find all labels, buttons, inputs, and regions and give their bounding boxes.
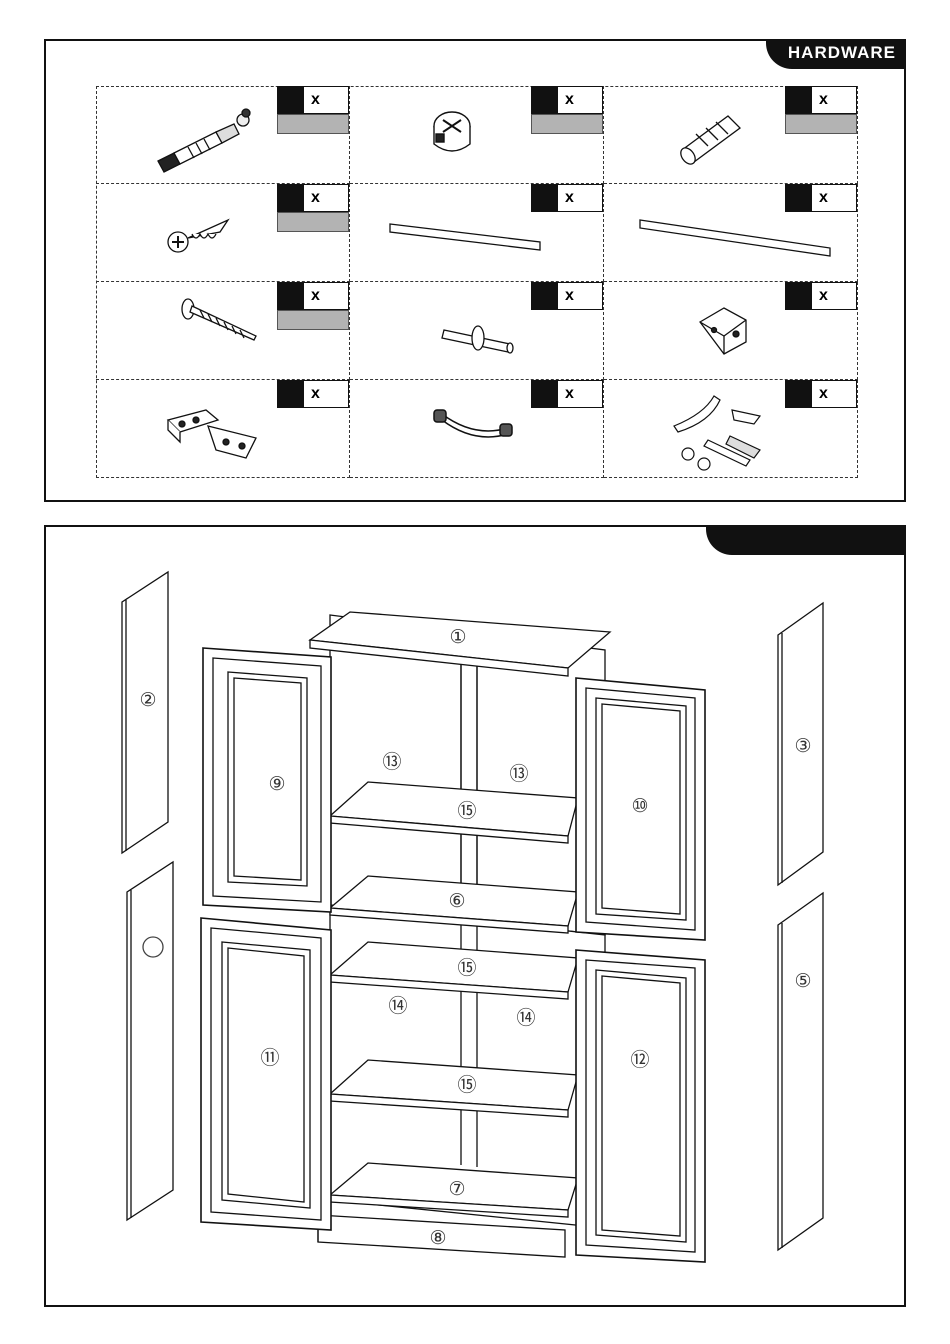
label-8: ⑧	[429, 1227, 446, 1249]
part-11-lower-left-door: ⑪	[201, 918, 331, 1230]
label-15c: ⑮	[457, 1074, 476, 1096]
label-15a: ⑮	[457, 800, 476, 822]
part-5-right-side-lower: ⑤	[778, 893, 823, 1250]
label-9: ⑨	[268, 773, 285, 795]
label-13b: ⑬	[509, 763, 528, 785]
part-4-left-side-lower	[127, 862, 173, 1220]
part-2-left-side-upper: ②	[122, 572, 168, 853]
label-5: ⑤	[794, 970, 811, 992]
label-11: ⑪	[260, 1047, 279, 1069]
label-13a: ⑬	[382, 751, 401, 773]
label-12: ⑫	[630, 1049, 649, 1071]
label-7: ⑦	[448, 1178, 465, 1200]
label-1: ①	[449, 626, 466, 648]
label-15b: ⑮	[457, 957, 476, 979]
label-10: ⑩	[631, 795, 648, 817]
part-10-upper-right-door: ⑩	[576, 678, 705, 940]
part-8-kickboard: ⑧	[318, 1215, 565, 1257]
label-14a: ⑭	[388, 995, 407, 1017]
label-6: ⑥	[448, 890, 465, 912]
label-14b: ⑭	[516, 1007, 535, 1029]
part-12-lower-right-door: ⑫	[576, 950, 705, 1262]
label-2: ②	[139, 689, 156, 711]
part-9-upper-left-door: ⑨	[203, 648, 331, 912]
part-3-right-side-upper: ③	[778, 603, 823, 885]
label-3: ③	[794, 735, 811, 757]
